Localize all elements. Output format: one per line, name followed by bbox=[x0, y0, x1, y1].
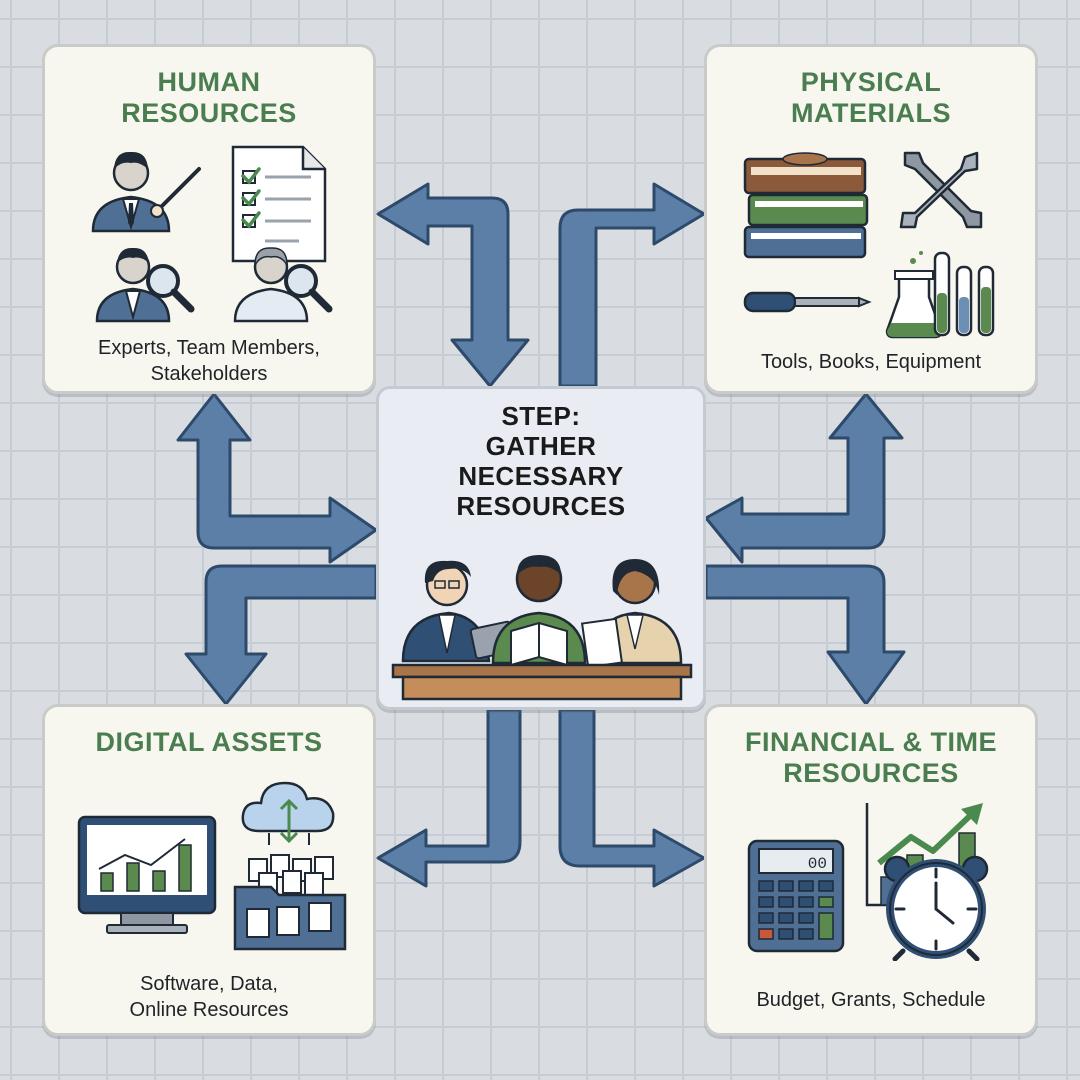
stakeholder-icon bbox=[233, 247, 333, 323]
step-title: STEP: GATHER NECESSARY RESOURCES bbox=[379, 401, 703, 521]
arrow-human-to-center bbox=[176, 392, 378, 564]
arrow-center-to-digital-bottom bbox=[376, 708, 522, 888]
presenter-icon bbox=[91, 151, 201, 233]
financial-time-title: FINANCIAL & TIME RESOURCES bbox=[745, 727, 997, 788]
arrow-center-to-financial-right bbox=[704, 564, 906, 706]
calculator-icon: 00 bbox=[747, 839, 845, 953]
physical-materials-card: PHYSICAL MATERIALS Tools, Books, Equipme… bbox=[704, 44, 1038, 394]
financial-time-caption: Budget, Grants, Schedule bbox=[756, 989, 986, 1011]
cloud-sync-icon bbox=[241, 781, 335, 845]
human-resources-title: HUMAN RESOURCES bbox=[121, 67, 297, 128]
screwdriver-icon bbox=[743, 291, 872, 313]
alarm-clock-icon bbox=[883, 855, 989, 961]
arrow-center-to-digital-left bbox=[184, 564, 378, 706]
researcher-icon bbox=[95, 247, 195, 323]
physical-materials-title: PHYSICAL MATERIALS bbox=[791, 67, 951, 128]
arrow-center-to-human-top bbox=[376, 182, 530, 388]
step-label: STEP: bbox=[501, 401, 581, 431]
human-resources-card: HUMAN RESOURCES Experts bbox=[42, 44, 376, 394]
center-step-box: STEP: GATHER NECESSARY RESOURCES bbox=[376, 386, 706, 710]
calculator-display: 00 bbox=[808, 855, 827, 873]
lab-flask-icon bbox=[885, 251, 995, 339]
arrow-center-to-physical-right bbox=[704, 392, 904, 564]
financial-time-card: FINANCIAL & TIME RESOURCES 00 bbox=[704, 704, 1038, 1036]
physical-materials-caption: Tools, Books, Equipment bbox=[760, 351, 982, 373]
human-resources-caption: Experts, Team Members, Stakeholders bbox=[98, 337, 320, 385]
monitor-chart-icon bbox=[77, 815, 217, 934]
digital-assets-card: DIGITAL ASSETS Software, Data, Online Re… bbox=[42, 704, 376, 1036]
arrow-center-to-financial-bottom bbox=[558, 708, 706, 888]
team-meeting-icon bbox=[391, 555, 693, 701]
digital-assets-title: DIGITAL ASSETS bbox=[95, 727, 323, 757]
digital-assets-caption: Software, Data, Online Resources bbox=[129, 973, 289, 1021]
wrench-icon bbox=[899, 151, 983, 229]
checklist-icon bbox=[231, 145, 327, 263]
folder-files-icon bbox=[233, 854, 347, 951]
books-icon bbox=[743, 152, 869, 259]
arrow-center-to-physical-top bbox=[558, 182, 706, 388]
